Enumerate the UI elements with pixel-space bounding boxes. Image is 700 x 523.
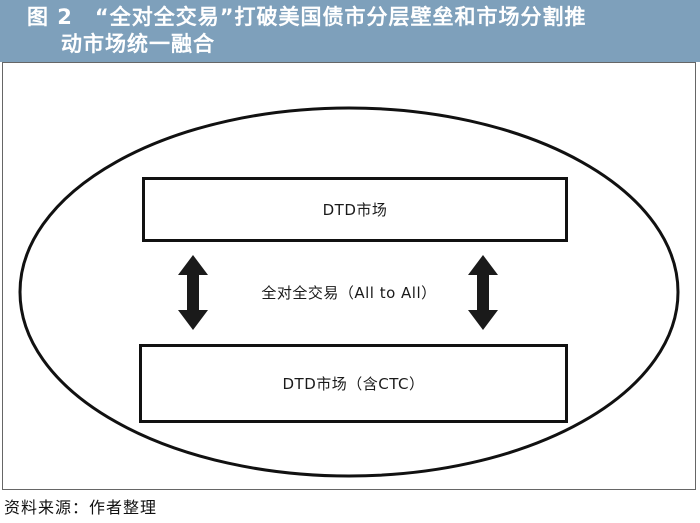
dtd-market-box: DTD市场 [142, 177, 568, 242]
left-double-arrow-icon [178, 255, 208, 330]
figure-title-line2: 动市场统一融合 [61, 32, 215, 56]
source-note: 资料来源：作者整理 [4, 498, 158, 517]
figure-title-bar: 图 2 “全对全交易”打破美国债市分层壁垒和市场分割推 动市场统一融合 [0, 0, 700, 62]
market-boundary-ellipse [18, 106, 680, 478]
diagram-shapes [18, 106, 680, 478]
diagram-canvas: DTD市场 全对全交易（All to All） DTD市场（含CTC） [2, 62, 696, 490]
dtd-market-ctc-box: DTD市场（含CTC） [139, 344, 568, 423]
dtd-market-ctc-label: DTD市场（含CTC） [282, 375, 425, 393]
dtd-market-label: DTD市场 [322, 201, 388, 219]
figure-title-line1: 图 2 “全对全交易”打破美国债市分层壁垒和市场分割推 [27, 5, 587, 29]
all-to-all-label: 全对全交易（All to All） [261, 284, 437, 302]
right-double-arrow-icon [468, 255, 498, 330]
